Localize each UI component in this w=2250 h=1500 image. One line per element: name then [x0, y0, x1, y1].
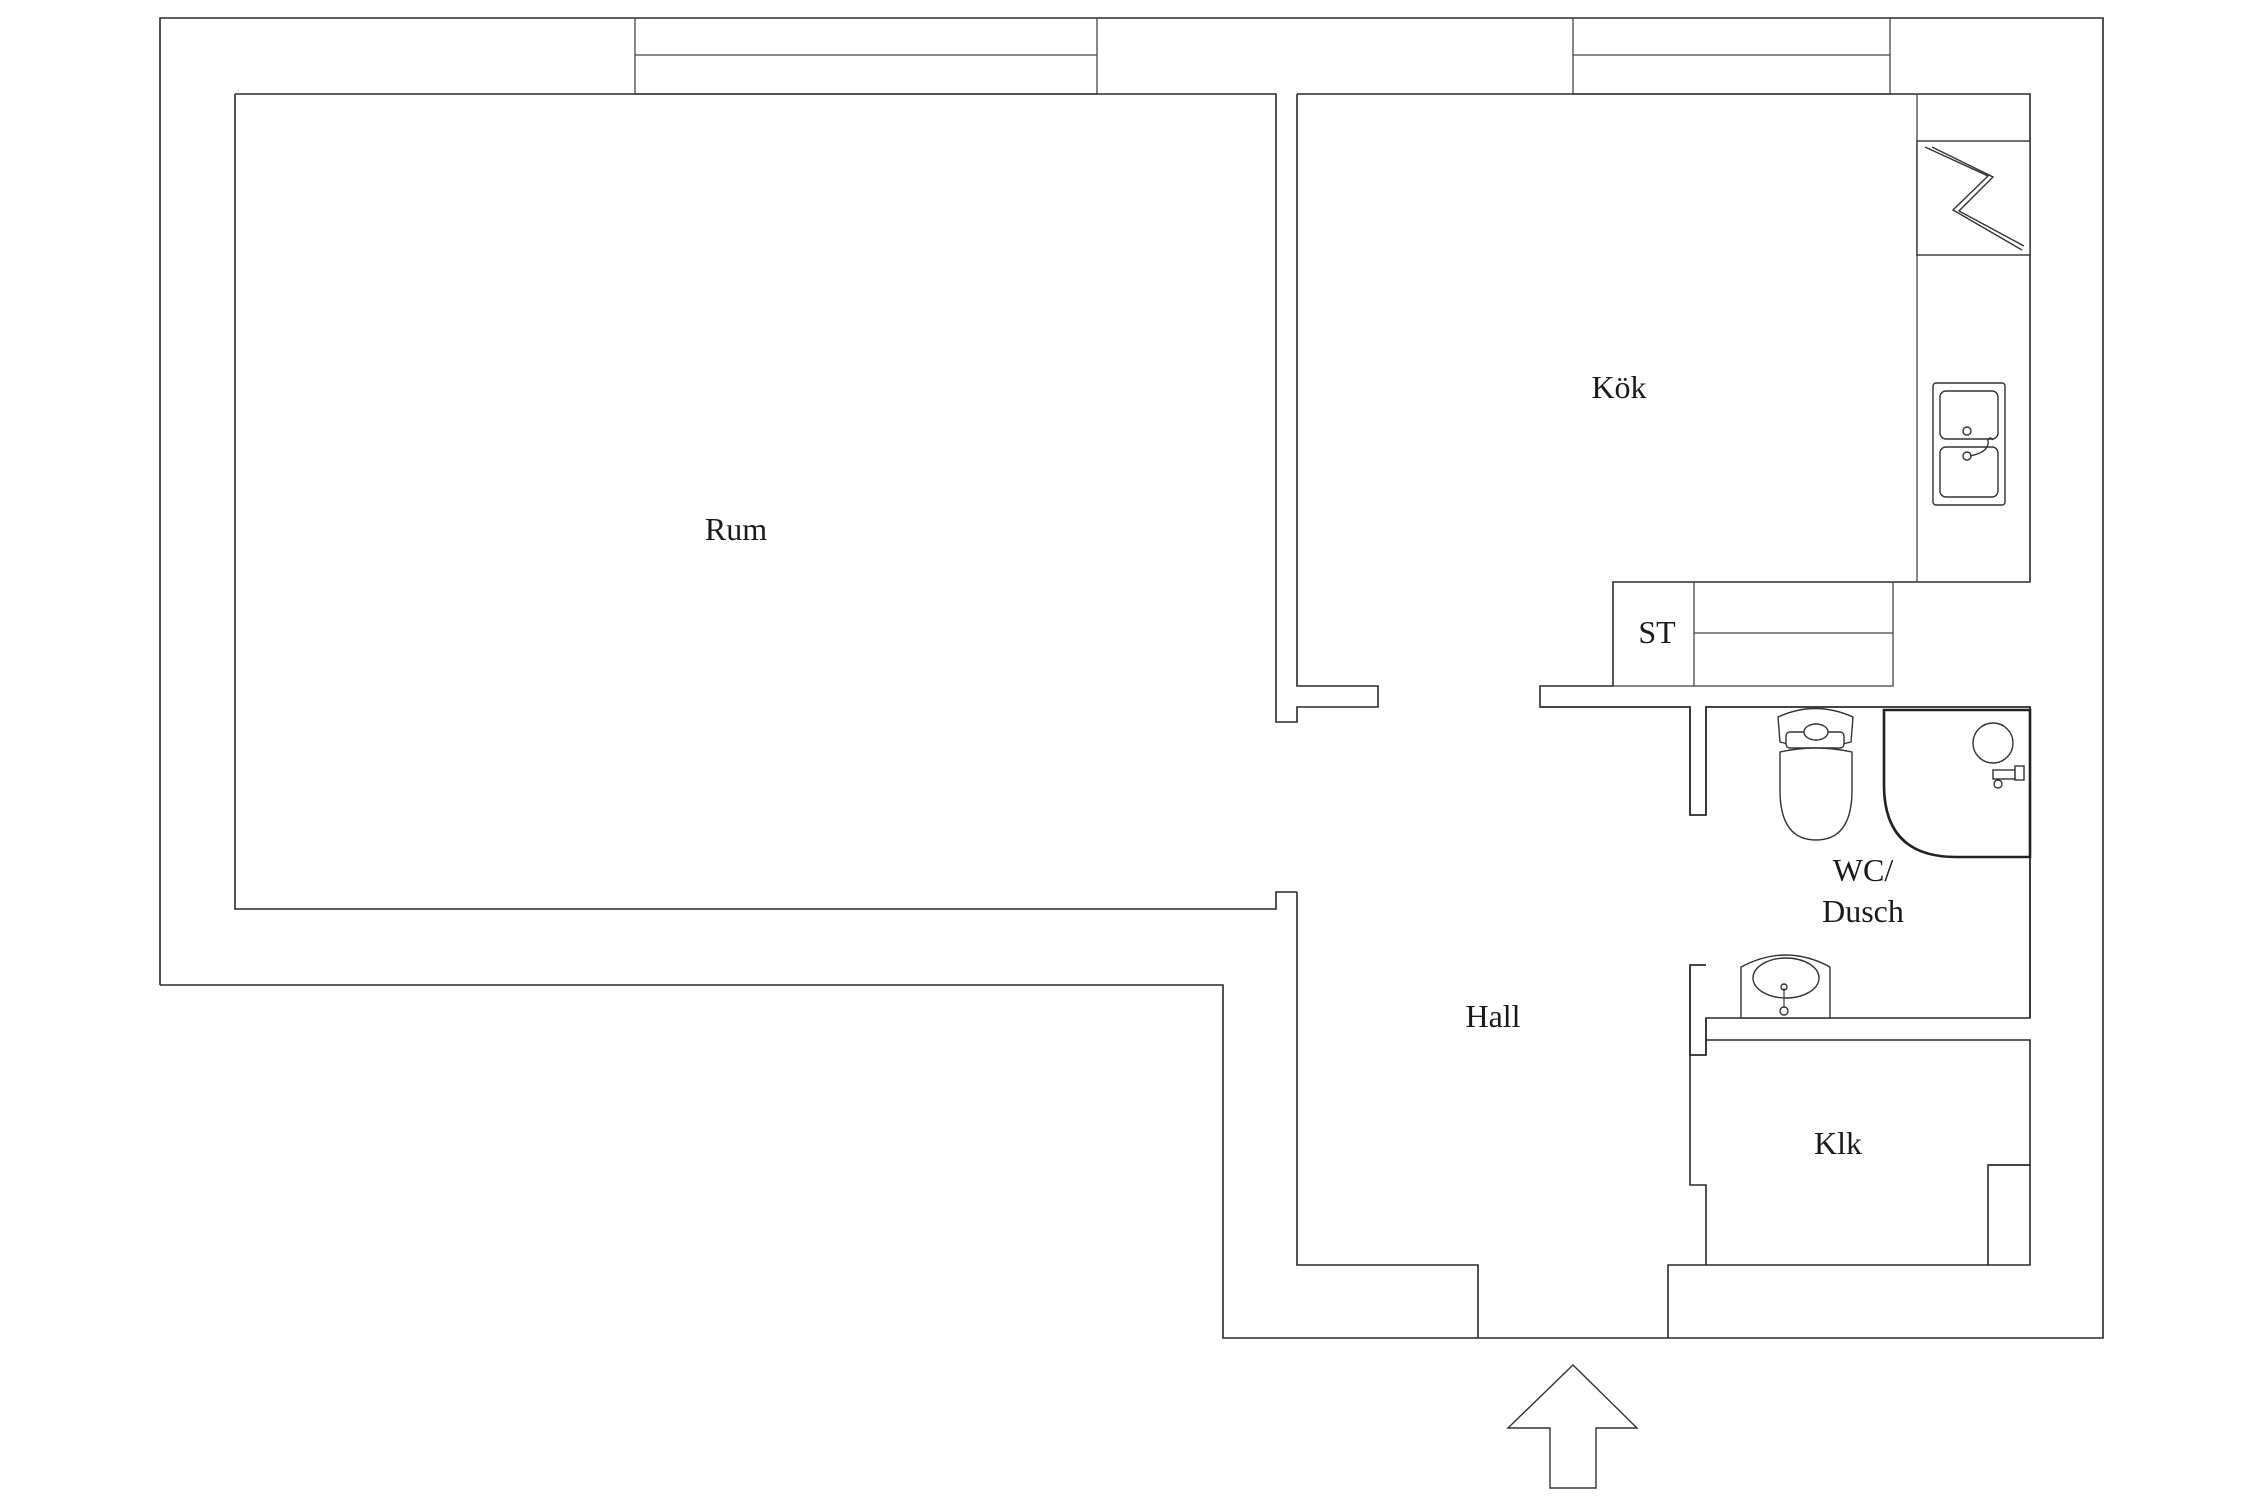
exterior-walls — [159, 17, 2104, 1339]
room-label-dusch: Dusch — [1822, 893, 1904, 929]
shower-icon — [1882, 708, 2032, 859]
rum-walls — [234, 93, 1379, 910]
window-rum — [634, 17, 1098, 95]
sink-icon — [1932, 382, 2006, 506]
storage-st — [1612, 581, 1894, 687]
room-label-kok: Kök — [1591, 369, 1646, 405]
room-label-st: ST — [1638, 614, 1676, 650]
window-kok — [1572, 17, 1891, 95]
room-label-klk: Klk — [1814, 1125, 1862, 1161]
stove-icon — [1916, 140, 2031, 256]
room-label-wc: WC/ — [1833, 852, 1894, 888]
washbasin-icon — [1740, 954, 1831, 1019]
hall-walls — [1296, 892, 2031, 1338]
room-label-rum: Rum — [705, 511, 767, 547]
kitchen-counter — [1916, 94, 2030, 583]
toilet-icon — [1777, 707, 1854, 841]
entrance-arrow-icon — [1506, 1364, 1639, 1489]
room-label-hall: Hall — [1465, 998, 1520, 1034]
